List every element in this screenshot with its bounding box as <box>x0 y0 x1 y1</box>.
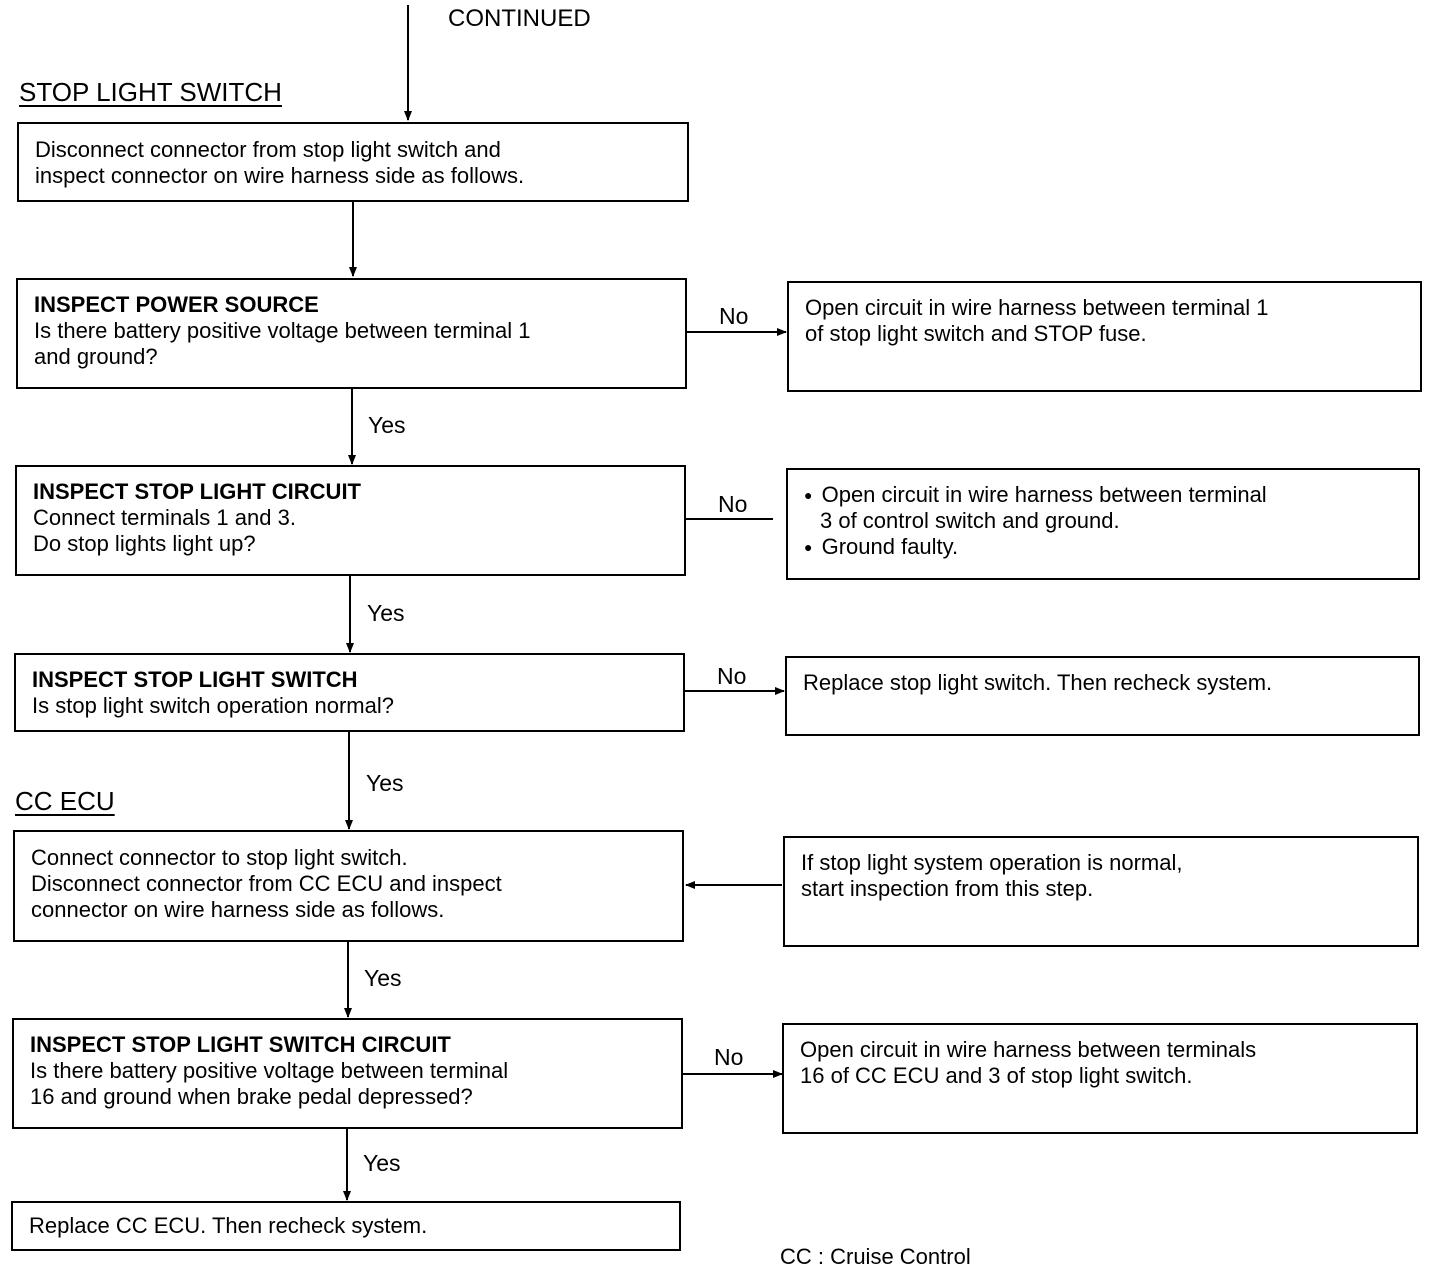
result-replace-switch: Replace stop light switch. Then recheck … <box>785 656 1420 736</box>
label-no: No <box>714 1044 744 1070</box>
label-yes: Yes <box>366 770 404 796</box>
continued-label: CONTINUED <box>448 5 591 32</box>
label-yes: Yes <box>364 965 402 991</box>
step-title: INSPECT STOP LIGHT CIRCUIT <box>33 479 361 504</box>
text-line: Open circuit in wire harness between ter… <box>821 482 1267 507</box>
result-open-ground-circuit: Open circuit in wire harness between ter… <box>786 468 1420 580</box>
text-line: Open circuit in wire harness between ter… <box>805 295 1269 320</box>
text-line: Is stop light switch operation normal? <box>32 693 394 718</box>
text-line: Connect terminals 1 and 3. <box>33 505 296 530</box>
step-inspect-switch-circuit: INSPECT STOP LIGHT SWITCH CIRCUIT Is the… <box>12 1018 683 1129</box>
step-disconnect-switch: Disconnect connector from stop light swi… <box>17 122 689 202</box>
step-inspect-stop-light-circuit: INSPECT STOP LIGHT CIRCUIT Connect termi… <box>15 465 686 576</box>
footnote: CC : Cruise Control <box>780 1244 971 1269</box>
label-no: No <box>717 663 747 689</box>
bullet-item: Ground faulty. <box>804 534 1402 560</box>
text-line: Replace CC ECU. Then recheck system. <box>29 1213 428 1238</box>
result-open-fuse-circuit: Open circuit in wire harness between ter… <box>787 281 1422 392</box>
text-line: Is there battery positive voltage betwee… <box>34 318 531 343</box>
step-inspect-power-source: INSPECT POWER SOURCE Is there battery po… <box>16 278 687 389</box>
text-line: of stop light switch and STOP fuse. <box>805 321 1147 346</box>
text-line: 16 and ground when brake pedal depressed… <box>30 1084 473 1109</box>
text-line: 3 of control switch and ground. <box>820 508 1120 533</box>
section-stop-light-switch: STOP LIGHT SWITCH <box>19 77 282 107</box>
step-title: INSPECT POWER SOURCE <box>34 292 319 317</box>
section-cc-ecu: CC ECU <box>15 786 115 816</box>
text-line: inspect connector on wire harness side a… <box>35 163 525 188</box>
text-line: and ground? <box>34 344 158 369</box>
label-yes: Yes <box>367 600 405 626</box>
text-line: Disconnect connector from stop light swi… <box>35 137 501 162</box>
text-line: If stop light system operation is normal… <box>801 850 1183 875</box>
text-line: Do stop lights light up? <box>33 531 256 556</box>
bullet-item: Open circuit in wire harness between ter… <box>804 482 1402 534</box>
label-yes: Yes <box>363 1150 401 1176</box>
step-connect-ecu: Connect connector to stop light switch. … <box>13 830 684 942</box>
text-line: Ground faulty. <box>821 534 959 559</box>
text-line: Open circuit in wire harness between ter… <box>800 1037 1257 1062</box>
text-line: Connect connector to stop light switch. <box>31 845 408 870</box>
step-title: INSPECT STOP LIGHT SWITCH CIRCUIT <box>30 1032 451 1057</box>
text-line: start inspection from this step. <box>801 876 1094 901</box>
step-replace-ecu: Replace CC ECU. Then recheck system. <box>11 1201 681 1251</box>
label-yes: Yes <box>368 412 406 438</box>
step-title: INSPECT STOP LIGHT SWITCH <box>32 667 358 692</box>
text-line: Is there battery positive voltage betwee… <box>30 1058 509 1083</box>
result-open-ecu-circuit: Open circuit in wire harness between ter… <box>782 1023 1418 1134</box>
text-line: Replace stop light switch. Then recheck … <box>803 670 1273 695</box>
label-no: No <box>718 491 748 517</box>
text-line: connector on wire harness side as follow… <box>31 897 445 922</box>
text-line: 16 of CC ECU and 3 of stop light switch. <box>800 1063 1193 1088</box>
step-inspect-stop-light-switch: INSPECT STOP LIGHT SWITCH Is stop light … <box>14 653 685 732</box>
note-start-inspection: If stop light system operation is normal… <box>783 836 1419 947</box>
text-line: Disconnect connector from CC ECU and ins… <box>31 871 502 896</box>
label-no: No <box>719 303 749 329</box>
